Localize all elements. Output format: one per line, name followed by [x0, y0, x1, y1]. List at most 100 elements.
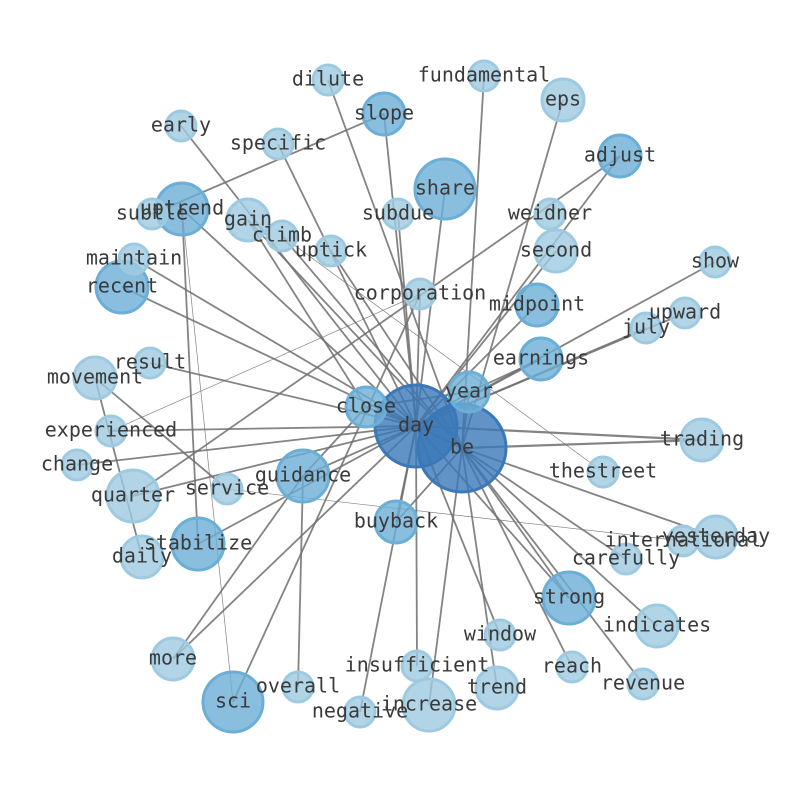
node-dilute[interactable] — [311, 63, 345, 97]
node-earnings[interactable] — [518, 336, 564, 382]
node-label-buyback: buyback — [354, 509, 438, 533]
node-thestreet[interactable] — [586, 455, 620, 489]
node-label-change: change — [41, 452, 113, 476]
node-layer — [60, 59, 739, 734]
node-label-july: july — [622, 315, 670, 339]
node-label-insufficient: insufficient — [345, 653, 490, 677]
node-label-overall: overall — [256, 674, 340, 698]
node-movement[interactable] — [72, 355, 118, 401]
node-label-gain: gain — [224, 207, 272, 231]
node-label-adjust: adjust — [584, 143, 656, 167]
node-label-yesterday: yesterday — [662, 524, 770, 548]
node-midpoint[interactable] — [514, 282, 560, 328]
node-label-sci: sci — [215, 689, 251, 713]
node-label-revenue: revenue — [601, 671, 685, 695]
node-indicates[interactable] — [634, 603, 680, 649]
node-more[interactable] — [150, 636, 196, 682]
edge-daily-movement — [94, 377, 143, 558]
node-sci[interactable] — [201, 670, 265, 734]
node-upward[interactable] — [668, 296, 702, 330]
node-window[interactable] — [483, 618, 517, 652]
node-label-subtle: subtle — [116, 201, 188, 225]
node-label-upward: upward — [649, 300, 721, 324]
edge-service-movement — [94, 377, 228, 490]
node-second[interactable] — [533, 228, 579, 274]
node-revenue[interactable] — [626, 667, 660, 701]
edge-uptrend-sci — [181, 208, 234, 703]
node-july[interactable] — [629, 311, 663, 345]
edge-day-adjust — [415, 155, 621, 427]
edge-corporation-sci — [232, 293, 421, 703]
node-corporation[interactable] — [403, 277, 437, 311]
node-label-day: day — [398, 413, 434, 437]
node-specific[interactable] — [261, 127, 295, 161]
node-experienced[interactable] — [94, 414, 128, 448]
node-result[interactable] — [133, 346, 167, 380]
node-fundamental[interactable] — [467, 59, 501, 93]
node-label-stabilize: stabilize — [144, 531, 252, 555]
node-eps[interactable] — [540, 77, 586, 123]
node-show[interactable] — [698, 245, 732, 279]
node-overall[interactable] — [281, 670, 315, 704]
node-year[interactable] — [447, 370, 491, 414]
node-quarter[interactable] — [105, 468, 161, 524]
node-service[interactable] — [210, 472, 244, 506]
edge-day-more — [172, 425, 417, 660]
node-label-international: international — [605, 528, 762, 552]
node-maintain[interactable] — [117, 242, 151, 276]
edge-day-specific — [277, 143, 417, 427]
edge-uptrend-stabilize — [181, 208, 199, 545]
node-label-subdue: subdue — [362, 201, 434, 225]
node-label-close: close — [336, 394, 396, 418]
node-buyback[interactable] — [373, 499, 419, 545]
node-label-more: more — [149, 646, 197, 670]
node-share[interactable] — [413, 157, 477, 221]
node-reach[interactable] — [555, 650, 589, 684]
node-carefully[interactable] — [609, 542, 643, 576]
node-climb[interactable] — [265, 219, 299, 253]
node-weidner[interactable] — [533, 197, 567, 231]
node-guidance[interactable] — [275, 448, 331, 504]
node-label-uptick: uptick — [295, 238, 367, 262]
node-trading[interactable] — [679, 417, 725, 463]
node-label-trend: trend — [467, 675, 527, 699]
node-close[interactable] — [344, 385, 388, 429]
node-subdue[interactable] — [381, 197, 415, 231]
node-label-fundamental: fundamental — [418, 63, 550, 87]
label-layer: bedayyearclosesharesciguidancestrongstab… — [41, 63, 770, 723]
node-slope[interactable] — [361, 91, 407, 137]
node-label-window: window — [464, 622, 537, 646]
node-stabilize[interactable] — [170, 516, 226, 572]
node-label-maintain: maintain — [86, 246, 182, 270]
edge-close-gain — [247, 219, 367, 408]
node-label-movement: movement — [47, 365, 143, 389]
node-label-dilute: dilute — [292, 67, 364, 91]
node-strong[interactable] — [541, 570, 597, 626]
node-insufficient[interactable] — [400, 649, 434, 683]
node-increase[interactable] — [401, 677, 457, 733]
node-uptick[interactable] — [314, 234, 348, 268]
node-label-result: result — [114, 350, 186, 374]
node-label-climb: climb — [252, 223, 312, 247]
node-label-share: share — [415, 176, 475, 200]
node-trend[interactable] — [474, 665, 520, 711]
node-gain[interactable] — [225, 197, 271, 243]
node-change[interactable] — [60, 448, 94, 482]
edge-day-change — [76, 425, 417, 466]
node-subtle[interactable] — [135, 197, 169, 231]
node-negative[interactable] — [343, 695, 377, 729]
node-label-second: second — [520, 238, 592, 262]
node-label-carefully: carefully — [572, 546, 680, 570]
node-label-increase: increase — [381, 692, 477, 716]
node-daily[interactable] — [119, 534, 165, 580]
node-label-negative: negative — [312, 699, 408, 723]
node-label-corporation: corporation — [354, 281, 486, 305]
node-label-recent: recent — [86, 274, 158, 298]
node-label-uptrend: uptrend — [140, 196, 224, 220]
node-label-early: early — [151, 113, 211, 137]
node-international[interactable] — [666, 524, 700, 558]
node-label-daily: daily — [112, 544, 172, 568]
node-early[interactable] — [164, 109, 198, 143]
node-adjust[interactable] — [597, 133, 643, 179]
